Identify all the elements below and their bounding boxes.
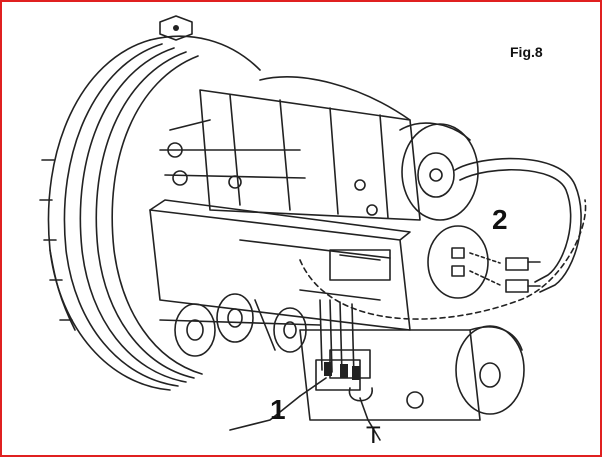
figure-label: Fig.8: [510, 44, 543, 60]
detail-callout-circle: [299, 199, 587, 320]
motor-end-cap: [399, 122, 479, 221]
cable-loop: [454, 157, 582, 293]
callout-t: T: [366, 422, 381, 449]
callout-1: 1: [270, 394, 286, 425]
terminal-plate: [427, 225, 541, 299]
nut-center: [173, 25, 179, 31]
leader-lines: [229, 377, 381, 441]
drum: [39, 15, 261, 391]
gear-train: [159, 293, 321, 357]
callout-2: 2: [492, 204, 508, 235]
lower-motor: [299, 325, 525, 421]
upper-motor: [159, 76, 421, 221]
connector-black-3: [352, 366, 360, 380]
control-box: [149, 199, 411, 331]
connector-black-1: [324, 362, 332, 376]
connector-black-2: [340, 364, 348, 378]
